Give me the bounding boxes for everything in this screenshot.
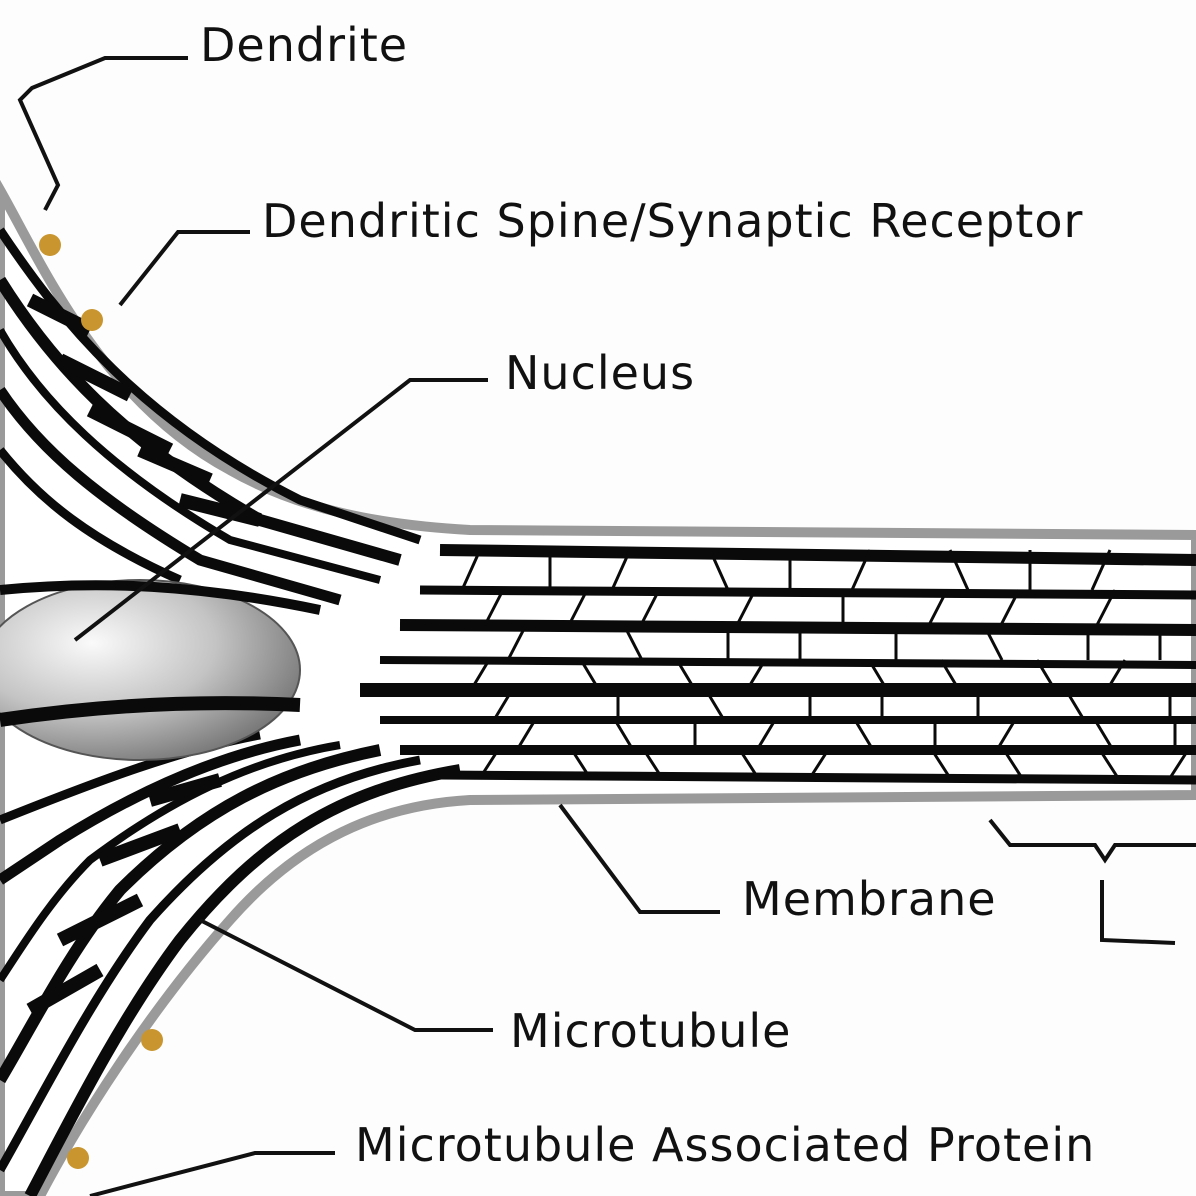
receptor-2 [81, 309, 103, 331]
receptor-1 [39, 234, 61, 256]
receptor-3 [141, 1029, 163, 1051]
leader-map [89, 1151, 335, 1196]
label-membrane: Membrane [742, 872, 997, 926]
microtubules-lower [0, 730, 461, 1196]
label-nucleus: Nucleus [505, 346, 696, 400]
receptor-4 [67, 1147, 89, 1169]
label-microtubule: Microtubule [510, 1004, 792, 1058]
microtubules-axon [360, 544, 1196, 785]
leader-dendrite [17, 56, 188, 211]
leader-membrane-right [988, 818, 1196, 945]
leader-nucleus [73, 378, 488, 642]
leader-membrane [558, 803, 720, 914]
microtubules-upper [0, 227, 422, 606]
receptors [39, 234, 163, 1169]
leader-microtubule [199, 918, 493, 1032]
leader-dendritic-spine [118, 230, 250, 307]
label-map: Microtubule Associated Protein [355, 1118, 1096, 1172]
cross-bridges [460, 549, 1190, 779]
label-dendrite: Dendrite [200, 18, 409, 72]
label-dendritic-spine: Dendritic Spine/Synaptic Receptor [262, 194, 1084, 248]
nucleus [0, 579, 301, 761]
